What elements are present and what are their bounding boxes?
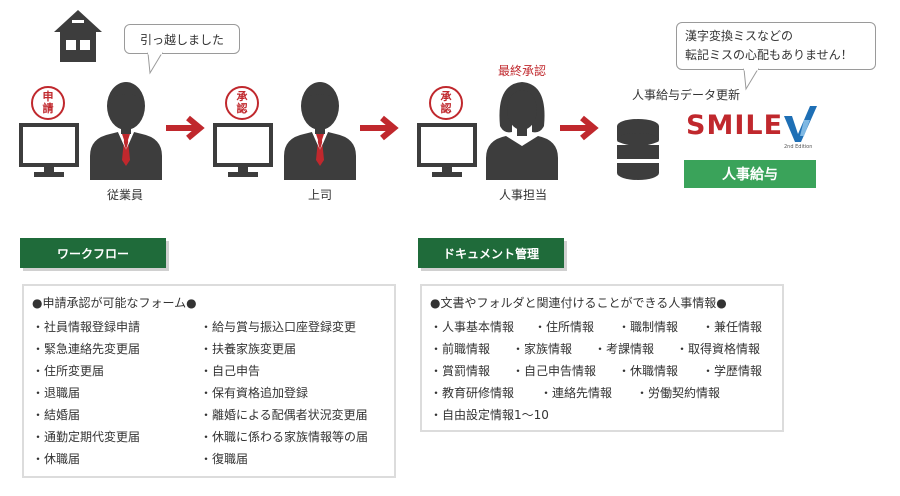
system-speech-tail bbox=[743, 68, 759, 91]
hr-label: 人事担当 bbox=[498, 188, 547, 202]
monitor-icon bbox=[213, 123, 273, 177]
list-item: ・離婚による配偶者状況変更届 bbox=[200, 408, 368, 422]
list-item: ・住所情報 bbox=[534, 320, 595, 334]
workflow-tag: ワークフロー bbox=[20, 238, 166, 268]
list-item: ・労働契約情報 bbox=[636, 386, 721, 400]
list-item: ・教育研修情報 bbox=[430, 386, 515, 400]
system-speech-line-2: 転記ミスの心配もありません！ bbox=[685, 48, 853, 62]
document-panel: ●文書やフォルダと関連付けることができる人事情報● ・人事基本情報 ・住所情報 … bbox=[420, 284, 784, 432]
update-label: 人事給与データ更新 bbox=[632, 88, 741, 102]
logo-text: SMILE bbox=[686, 110, 784, 141]
workflow-panel-title: ●申請承認が可能なフォーム● bbox=[32, 296, 197, 310]
list-item: ・自由設定情報1〜10 bbox=[430, 408, 549, 422]
logo-edition: 2nd Edition bbox=[784, 144, 813, 150]
hr-person-icon bbox=[486, 82, 558, 180]
boss-label: 上司 bbox=[307, 188, 332, 202]
employee-speech-bubble: 引っ越しました bbox=[124, 24, 240, 54]
list-item: ・取得資格情報 bbox=[676, 342, 761, 356]
employee-label: 従業員 bbox=[106, 188, 143, 202]
list-item: ・賞罰情報 bbox=[430, 364, 491, 378]
list-item: ・住所変更届 bbox=[32, 364, 105, 378]
smile-logo: SMILE bbox=[686, 111, 783, 141]
employee-speech-tail bbox=[147, 52, 163, 75]
list-item: ・前職情報 bbox=[430, 342, 491, 356]
list-item: ・職制情報 bbox=[618, 320, 679, 334]
approve-seal-boss: 承認 bbox=[225, 86, 259, 120]
arrow-right-icon bbox=[360, 115, 399, 141]
list-item: ・給与賞与振込口座登録変更 bbox=[200, 320, 357, 334]
list-item: ・学歴情報 bbox=[702, 364, 763, 378]
list-item: ・休職届 bbox=[32, 452, 81, 466]
workflow-form-panel: ●申請承認が可能なフォーム● ・社員情報登録申請 ・緊急連絡先変更届 ・住所変更… bbox=[22, 284, 396, 478]
list-item: ・通勤定期代変更届 bbox=[32, 430, 141, 444]
list-item: ・休職情報 bbox=[618, 364, 679, 378]
list-item: ・休職に係わる家族情報等の届 bbox=[200, 430, 369, 444]
list-item: ・保有資格追加登録 bbox=[200, 386, 309, 400]
apply-seal: 申請 bbox=[31, 86, 65, 120]
list-item: ・扶養家族変更届 bbox=[200, 342, 297, 356]
product-label: 人事給与 bbox=[684, 160, 816, 188]
list-item: ・社員情報登録申請 bbox=[32, 320, 141, 334]
list-item: ・自己申告 bbox=[200, 364, 261, 378]
list-item: ・結婚届 bbox=[32, 408, 81, 422]
monitor-icon bbox=[417, 123, 477, 177]
document-panel-title: ●文書やフォルダと関連付けることができる人事情報● bbox=[430, 296, 727, 310]
arrow-right-icon bbox=[560, 115, 599, 141]
document-tag: ドキュメント管理 bbox=[418, 238, 564, 268]
employee-speech-text: 引っ越しました bbox=[139, 32, 224, 47]
system-speech-bubble: 漢字変換ミスなどの 転記ミスの心配もありません！ bbox=[676, 22, 876, 70]
list-item: ・復職届 bbox=[200, 452, 249, 466]
boss-person-icon bbox=[284, 82, 356, 180]
list-item: ・連絡先情報 bbox=[540, 386, 613, 400]
database-icon bbox=[616, 119, 660, 180]
system-speech-line-1: 漢字変換ミスなどの bbox=[685, 29, 794, 43]
approve-seal-hr: 承認 bbox=[429, 86, 463, 120]
logo-v-mark bbox=[784, 106, 817, 142]
list-item: ・自己申告情報 bbox=[512, 364, 597, 378]
arrow-right-icon bbox=[166, 115, 205, 141]
final-approval-label: 最終承認 bbox=[497, 64, 546, 78]
monitor-icon bbox=[19, 123, 79, 177]
list-item: ・緊急連絡先変更届 bbox=[32, 342, 141, 356]
house-icon bbox=[54, 10, 102, 62]
list-item: ・兼任情報 bbox=[702, 320, 763, 334]
employee-person-icon bbox=[90, 82, 162, 180]
list-item: ・人事基本情報 bbox=[430, 320, 515, 334]
list-item: ・家族情報 bbox=[512, 342, 573, 356]
list-item: ・考課情報 bbox=[594, 342, 655, 356]
list-item: ・退職届 bbox=[32, 386, 81, 400]
